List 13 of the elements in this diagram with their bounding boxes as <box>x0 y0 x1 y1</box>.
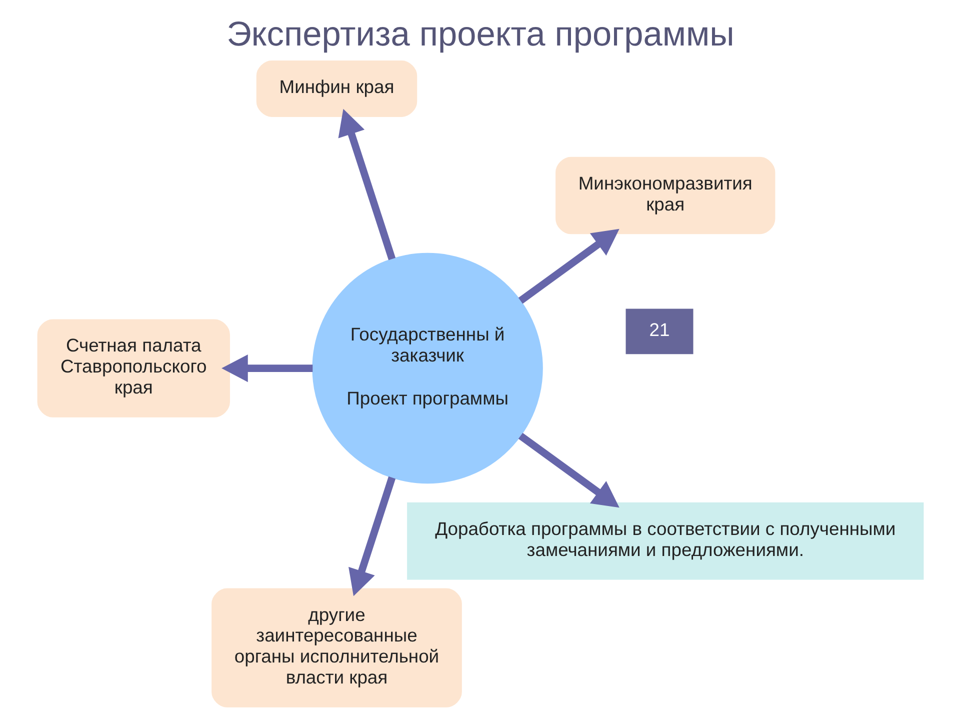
node-box: Минэкономразвития края <box>555 156 775 234</box>
arrow <box>518 432 619 508</box>
diagram-title: Экспертиза проекта программы <box>226 16 734 54</box>
node-circle: Государственны й заказчик Проект программы <box>312 252 542 484</box>
arrow <box>348 476 396 596</box>
node-box: Счетная палата Ставропольского края <box>36 319 230 418</box>
arrow <box>221 354 312 382</box>
arrow <box>338 108 396 260</box>
label: 21 <box>648 318 670 340</box>
node-box: Доработка программы в соответствии с полученными замечаниями и предложениями. <box>406 502 924 580</box>
node-box: Минфин края <box>256 60 417 117</box>
arrow <box>518 228 619 304</box>
node-box: другие заинтересованные органы исполнительной власти края <box>211 588 462 708</box>
